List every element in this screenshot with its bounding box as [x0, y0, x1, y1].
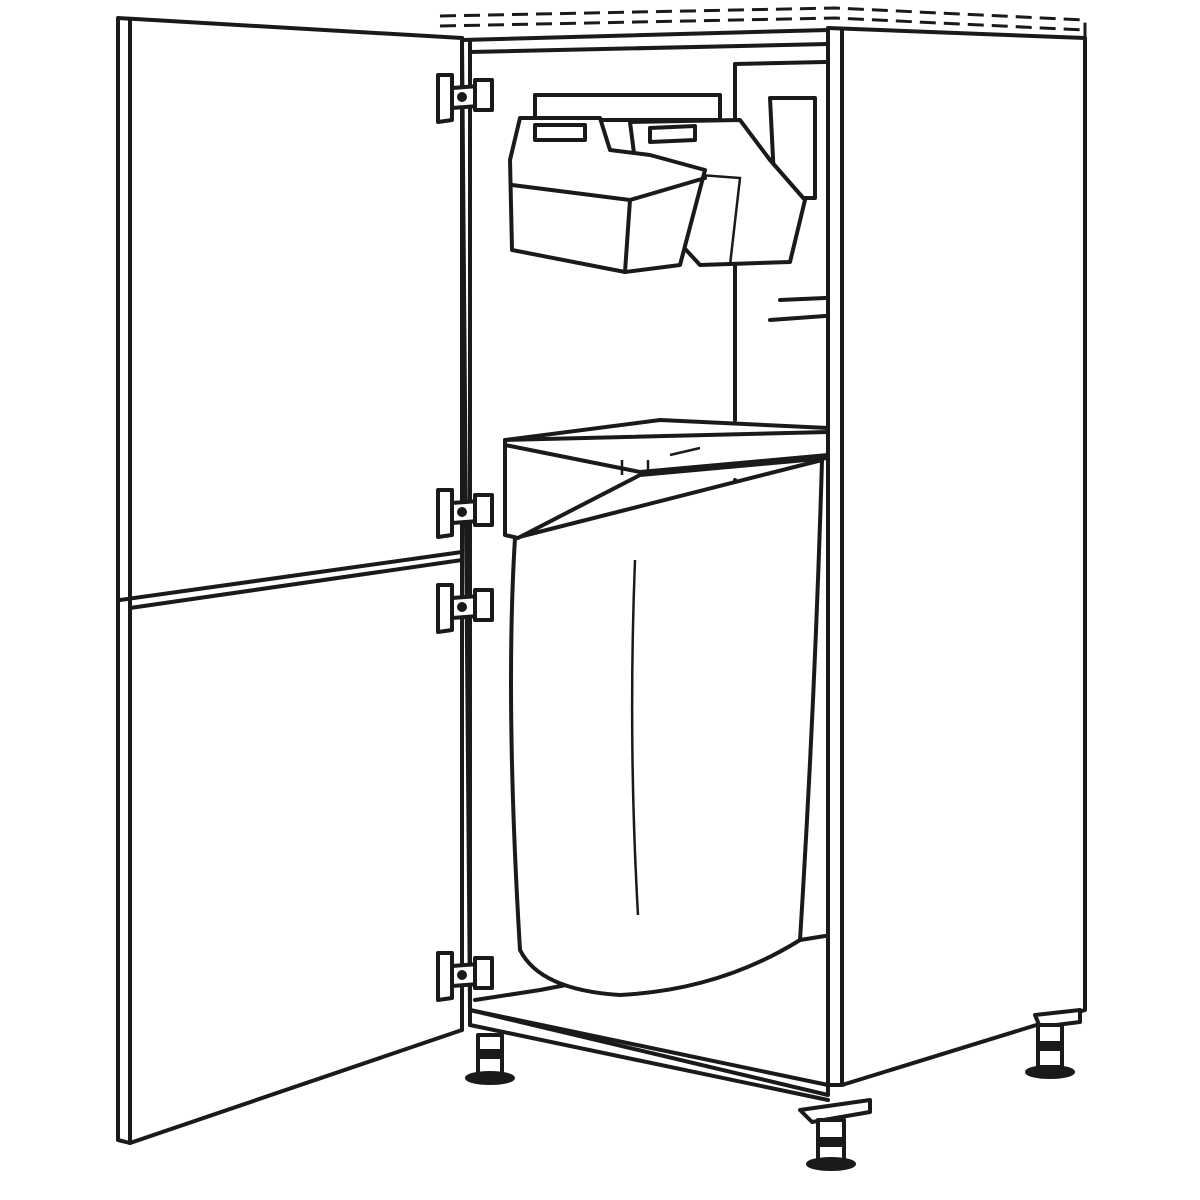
hanging-baskets [508, 93, 817, 274]
leg-front-right [798, 1098, 872, 1171]
worktop-outline [439, 6, 1087, 38]
bin-bag [509, 458, 824, 997]
leg-front-left [465, 1033, 515, 1085]
legs [465, 1008, 1082, 1171]
hinge-1 [436, 73, 494, 124]
hinge-4 [436, 951, 494, 1002]
hinge-3 [436, 583, 494, 634]
hinges [436, 73, 494, 1002]
cabinet-side-panel [826, 26, 1087, 1087]
waste-bin [503, 418, 830, 997]
bin-lid [503, 418, 830, 540]
hinge-2 [436, 488, 494, 539]
basket-left [508, 116, 707, 274]
leg-back-right [1025, 1008, 1082, 1079]
door [116, 16, 464, 1145]
